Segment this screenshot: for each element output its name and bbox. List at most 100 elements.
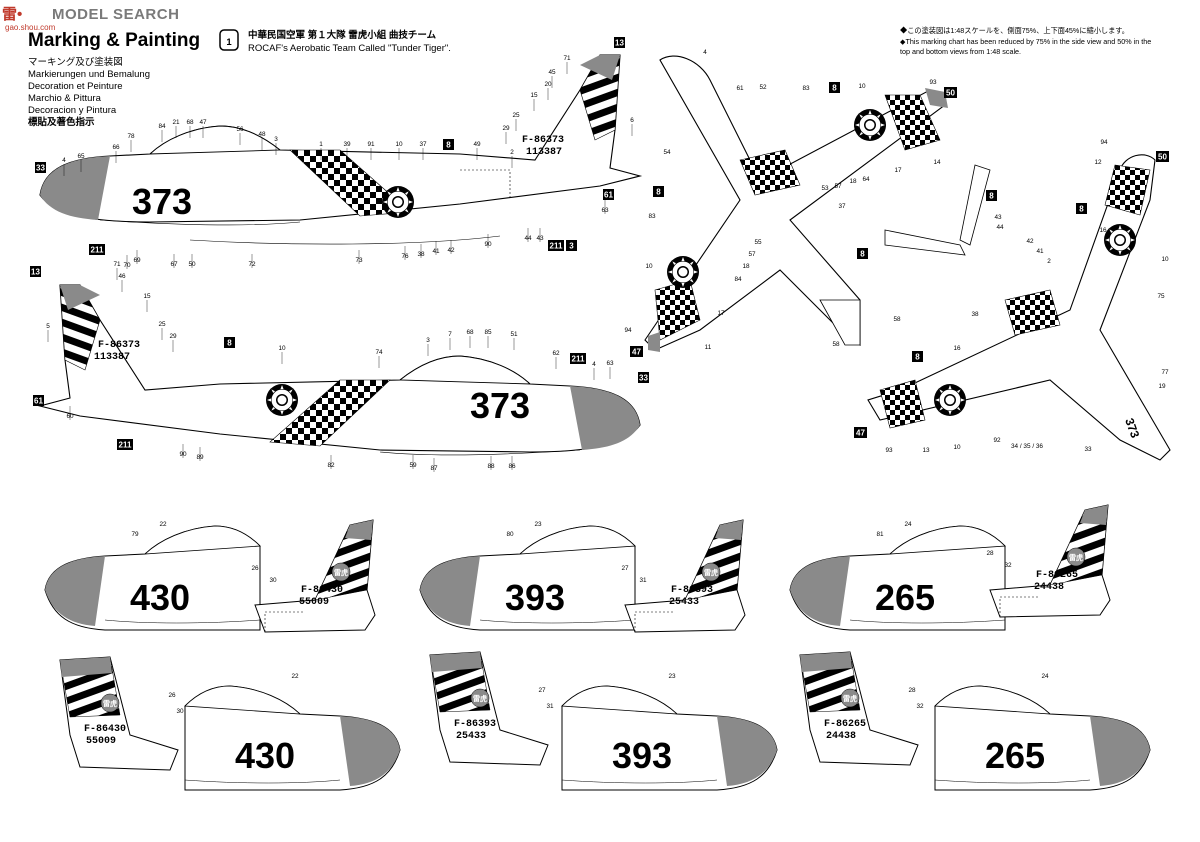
nose-grey [45,556,105,626]
badge-text: 雷虎 [334,568,348,577]
tail-number: 113387 [526,147,562,158]
tail-tip-grey [430,652,482,672]
callout-number: 55 [754,239,762,246]
callout-number: 30 [176,708,184,715]
nose-canopy [934,685,1052,715]
nose-canopy [184,685,302,715]
callout-number: 21 [172,119,180,126]
nose-grey [790,556,850,626]
callout-number: 3 [274,136,278,143]
callout-number: 10 [278,345,286,352]
callout-number: 19 [1158,383,1166,390]
callout-number: 62 [552,350,560,357]
callout-box-8-e: 8 [989,192,994,201]
callout-number: 10 [953,444,961,451]
scheme-number-box [219,29,239,51]
callout-box-211-c: 211 [572,355,585,364]
callout-number: 67 [170,261,178,268]
callout-number: 81 [876,531,884,538]
tail-serial: F-86265 [1036,570,1078,581]
callout-number: 51 [510,331,518,338]
callout-number: 2 [510,149,514,156]
callout-box-61: 61 [604,191,613,200]
callout-number: 23 [668,673,676,680]
tail-serial-r: F-86373 [98,340,140,351]
callout-number: 14 [933,159,941,166]
callout-box-211-d: 211 [119,441,132,450]
callout-number: 57 [834,183,842,190]
subtitle-es: Decoracion y Pintura [28,105,117,116]
nose-number: 373 [132,181,192,222]
badge-text: 雷虎 [1069,553,1083,562]
callout-number: 56 [236,126,244,133]
callout-number: 42 [1026,238,1034,245]
callout-number: 45 [548,69,556,76]
top-wingtip-grey-left [648,332,660,352]
callout-box-13-b: 13 [31,268,40,277]
nose-grey [420,556,480,626]
callout-number: 27 [621,565,629,572]
scheme-title-en: ROCAF's Aerobatic Team Called "Tunder Ti… [248,43,451,54]
callout-box-50: 50 [946,89,955,98]
nose-grey [717,716,777,786]
bottom-tail-fin [959,164,991,246]
variant-nose-section [184,685,401,791]
page-title: Marking & Painting [28,30,200,51]
callout-box-211: 211 [550,242,563,251]
callout-box-33-b: 33 [639,374,648,383]
callout-number: 80 [506,531,514,538]
callout-number: 74 [375,349,383,356]
nose-canopy [561,685,679,715]
callout-number: 59 [409,462,417,469]
subtitle-it: Marchio & Pittura [28,93,102,104]
callout-number: 6 [630,117,634,124]
variant-nose-section [44,525,261,631]
callout-number: 75 [1157,293,1165,300]
callout-number: 26 [168,692,176,699]
tail-tip-grey [1080,505,1108,525]
watermark-url: gao.shou.com [5,23,56,32]
tail-tip-grey [580,55,620,80]
tiger-badge [331,562,351,582]
callout-number: 28 [908,687,916,694]
canopy-r [398,355,532,385]
callout-number: 41 [1036,248,1044,255]
callout-number: 68 [466,329,474,336]
callout-box-33: 33 [36,164,45,173]
tail-tip-grey [345,520,373,540]
subtitle-fr: Decoration et Peinture [28,81,123,92]
watermark-search-text: MODEL SEARCH [52,6,179,23]
callout-number: 82 [327,462,335,469]
callout-number: 28 [986,550,994,557]
callout-number: 48 [258,131,266,138]
callout-number: 13 [922,447,930,454]
callout-number: 73 [355,257,363,264]
callout-box-47-b: 47 [856,429,865,438]
callout-number: 76 [401,253,409,260]
callout-number: 71 [563,55,571,62]
top-wing-checker-right [884,94,941,151]
tail-serial: F-86430 [84,724,126,735]
callout-number: 93 [929,79,937,86]
callout-number: 57 [748,251,756,258]
callout-number: 85 [484,329,492,336]
callout-number: 29 [502,125,510,132]
callout-box-211-b: 211 [91,246,104,255]
bottom-wing-number: 373 [1122,416,1142,440]
bottom-wing-checker-right [1104,164,1151,216]
tail-tip-grey-r [60,285,100,310]
callout-number: 10 [395,141,403,148]
panel-line [479,619,636,624]
callout-box-8: 8 [446,141,451,150]
callout-number: 90 [179,451,187,458]
callout-number: 26 [251,565,259,572]
callout-number: 38 [417,251,425,258]
callout-number: 72 [248,261,256,268]
badge-text: 雷虎 [473,694,487,703]
callout-number: 69 [133,257,141,264]
watermark-glyphs: 雷• [2,6,22,23]
